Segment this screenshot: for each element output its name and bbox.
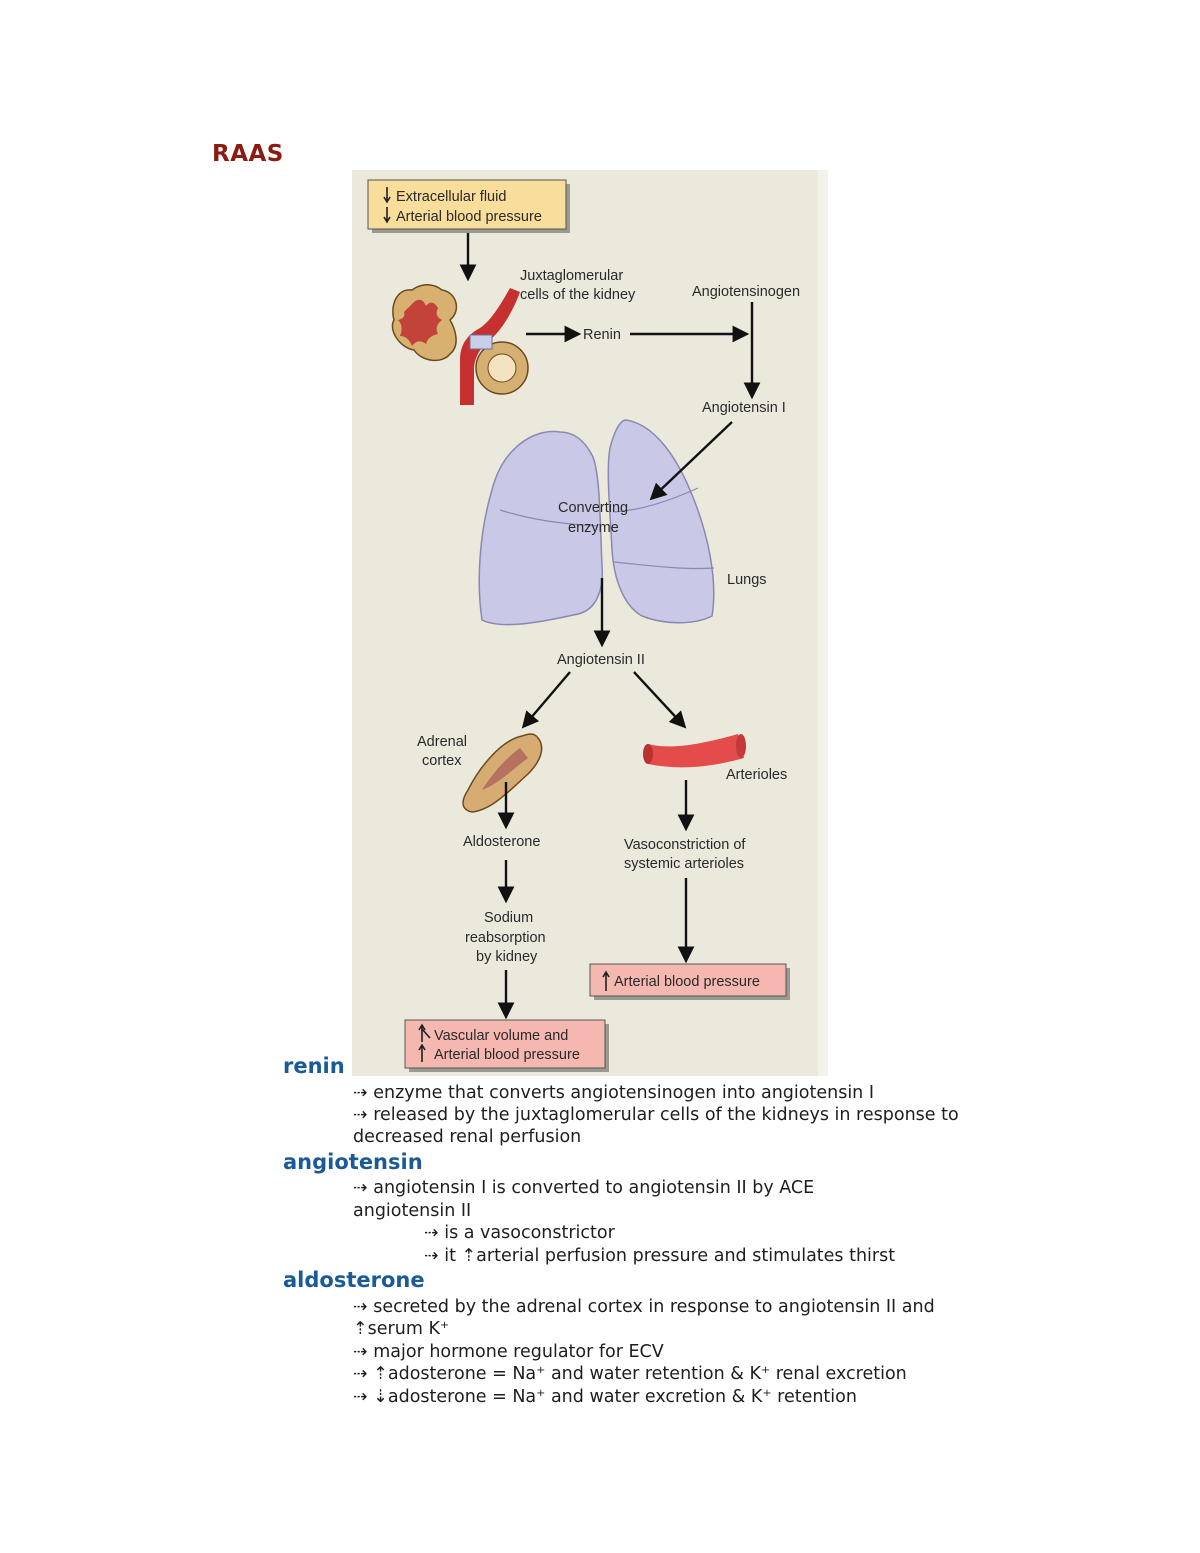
up-arrow-icon xyxy=(418,1043,426,1062)
note-line: ⇢ ⇡adosterone = Na⁺ and water retention … xyxy=(353,1364,907,1384)
juxtaglomerular-illustration xyxy=(391,284,529,405)
label-angiotensin-1: Angiotensin I xyxy=(702,400,786,416)
label-vasoconstriction-1: Vasoconstriction of xyxy=(624,837,746,853)
down-arrow-icon xyxy=(383,207,391,224)
label-arterial-bp-bottom: Arterial blood pressure xyxy=(434,1047,580,1063)
label-jg-cells-2: cells of the kidney xyxy=(520,287,636,303)
box-increased-volume-bp: Vascular volume and Arterial blood press… xyxy=(404,1019,609,1072)
raas-diagram: Extracellular fluid Arterial blood press… xyxy=(352,170,828,1076)
note-line: ⇢ angiotensin I is converted to angioten… xyxy=(353,1178,815,1198)
note-line: ⇢ released by the juxtaglomerular cells … xyxy=(353,1105,959,1125)
box-decreased-ecf-bp: Extracellular fluid Arterial blood press… xyxy=(367,179,570,233)
term-aldosterone: aldosterone xyxy=(283,1268,425,1292)
label-sodium-3: by kidney xyxy=(476,949,538,965)
up-arrow-icon xyxy=(602,970,610,991)
label-arterial-bp-right: Arterial blood pressure xyxy=(614,974,760,990)
note-line: ⇡serum K⁺ xyxy=(353,1319,450,1339)
label-renin: Renin xyxy=(583,327,621,343)
term-renin: renin xyxy=(283,1054,345,1078)
label-aldosterone: Aldosterone xyxy=(463,834,540,850)
label-angiotensinogen: Angiotensinogen xyxy=(692,284,800,300)
note-line: ⇢ it ⇡arterial perfusion pressure and st… xyxy=(424,1246,896,1266)
note-line: ⇢ secreted by the adrenal cortex in resp… xyxy=(353,1297,935,1317)
label-sodium-1: Sodium xyxy=(484,910,533,926)
up-arrow-icon xyxy=(418,1023,431,1042)
label-converting: Converting xyxy=(558,500,628,516)
note-line: ⇢ major hormone regulator for ECV xyxy=(353,1342,664,1362)
label-arterial-bp-top: Arterial blood pressure xyxy=(396,209,542,225)
note-line: ⇢ ⇣adosterone = Na⁺ and water excretion … xyxy=(353,1387,857,1407)
term-angiotensin: angiotensin xyxy=(283,1150,423,1174)
label-extracellular-fluid: Extracellular fluid xyxy=(396,189,506,205)
down-arrow-icon xyxy=(383,187,391,204)
arteriole-illustration xyxy=(643,734,746,768)
label-angiotensin-2: Angiotensin II xyxy=(557,652,645,668)
label-vascular-volume: Vascular volume and xyxy=(434,1028,568,1044)
label-arterioles: Arterioles xyxy=(726,767,787,783)
label-jg-cells-1: Juxtaglomerular xyxy=(520,268,623,284)
label-adrenal: Adrenal xyxy=(417,734,467,750)
note-line: angiotensin II xyxy=(353,1201,472,1221)
page-title: RAAS xyxy=(212,141,284,167)
note-line: ⇢ enzyme that converts angiotensinogen i… xyxy=(353,1083,874,1103)
label-enzyme: enzyme xyxy=(568,520,619,536)
label-vasoconstriction-2: systemic arterioles xyxy=(624,856,744,872)
label-lungs: Lungs xyxy=(727,572,767,588)
adrenal-illustration xyxy=(462,733,543,813)
lungs-illustration xyxy=(478,419,715,626)
label-cortex: cortex xyxy=(422,753,462,769)
note-line: decreased renal perfusion xyxy=(353,1127,582,1147)
box-increased-bp: Arterial blood pressure xyxy=(589,963,790,1000)
label-sodium-2: reabsorption xyxy=(465,930,546,946)
note-line: ⇢ is a vasoconstrictor xyxy=(424,1223,615,1243)
